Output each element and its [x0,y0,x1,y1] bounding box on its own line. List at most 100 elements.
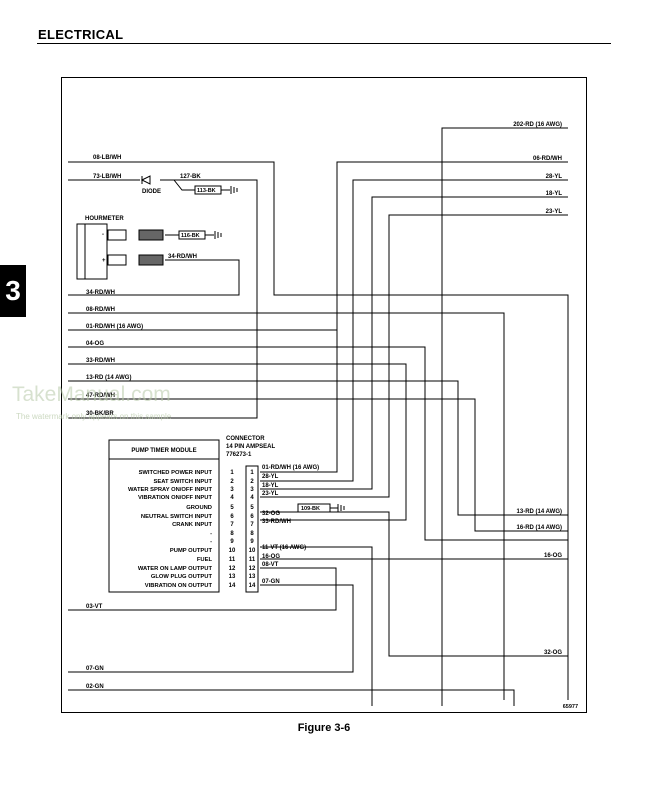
label-16-rd-right: 16-RD (14 AWG) [517,525,562,531]
label-connector-08-vt: 08-VT [262,562,279,568]
connector-pin-13: 13 [249,574,256,580]
hourmeter-plug-minus [138,229,164,241]
label-connector-33-rd-wh: 33-RD/WH [262,519,291,525]
connector-pin-7: 7 [250,522,254,528]
label-connector-16-og: 16-OG [262,554,280,560]
label-03-vt: 03-VT [86,604,103,610]
connector-pin-6: 6 [250,514,254,520]
module-input-14: VIBRATION ON OUTPUT [145,583,213,589]
hourmeter-plug-plus [138,254,164,266]
wire-28-yl [260,179,568,482]
box-109-bk [297,503,331,513]
figure-caption: Figure 3-6 [297,722,351,734]
module-input-6: NEUTRAL SWITCH INPUT [141,514,213,520]
label-30-bk-br: 30-BK/BR [86,411,114,417]
label-127-bk: 127-BK [180,174,201,180]
connector-pin-2: 2 [250,479,254,485]
label-23-yl: 23-YL [546,209,563,215]
module-input-3: WATER SPRAY ON/OFF INPUT [128,487,212,493]
wire-23-yl [260,214,568,498]
section-title: ELECTRICAL [38,27,124,42]
wire-47-rd-wh [68,398,568,532]
module-pin-4: 4 [230,495,234,501]
connector-part-number: 776273-1 [226,452,252,458]
wire-13-rd [68,380,568,516]
label-47-rd-wh: 47-RD/WH [86,393,115,399]
connector-pin-8: 8 [250,531,254,537]
module-input-10: PUMP OUTPUT [170,548,213,554]
connector-subtitle: 14 PIN AMPSEAL [226,444,275,450]
pump-timer-module-title: PUMP TIMER MODULE [131,448,196,454]
diode-icon [140,175,151,185]
connector-pin-3: 3 [250,487,254,493]
connector-title: CONNECTOR [226,436,265,442]
label-04-og: 04-OG [86,341,104,347]
label-connector-23-yl: 23-YL [262,491,279,497]
wire-08-lb-wh [68,161,569,700]
watermark: TakeManual.com [12,383,171,406]
label-connector-07-gn: 07-GN [262,579,280,585]
label-connector-01-rd-wh: 01-RD/WH (16 AWG) [262,465,319,471]
diagram-frame [61,77,587,713]
module-input-5: GROUND [186,505,212,511]
label-connector-11-vt: 11-VT (16 AWG) [262,545,306,551]
label-73-lb-wh: 73-LB/WH [93,174,121,180]
module-input-2: SEAT SWITCH INPUT [153,479,212,485]
hourmeter-terminal-minus [107,229,127,241]
label-32-og-right: 32-OG [544,650,562,656]
hourmeter-terminal-plus [107,254,127,266]
module-input-9: - [210,539,212,545]
connector-body [245,465,259,593]
label-connector-18-yl: 18-YL [262,483,279,489]
ground-109-icon [337,504,345,512]
label-connector-28-yl: 28-YL [262,474,279,480]
wire-34-rd-wh [68,259,240,296]
module-pin-11: 11 [229,557,236,563]
chapter-tab: 3 [0,265,26,317]
module-input-11: FUEL [197,557,213,563]
wire-01-rd-wh [68,329,338,473]
module-pin-7: 7 [230,522,234,528]
wire-08-rd-wh [68,312,505,700]
wire-33-rd-wh [68,363,407,521]
wire-04-og [68,346,568,541]
label-34-rd-wh-a: 34-RD/WH [168,254,197,260]
module-pin-9: 9 [230,539,234,545]
label-13-rd-right: 13-RD (14 AWG) [517,509,562,515]
wire-07-gn [68,584,354,673]
module-input-1: SWITCHED POWER INPUT [139,470,213,476]
connector-pin-5: 5 [250,505,254,511]
label-01-rd-wh: 01-RD/WH (16 AWG) [86,324,143,330]
connector-pin-11: 11 [249,557,256,563]
box-113-bk [194,185,222,195]
module-pin-5: 5 [230,505,234,511]
label-109-bk: 109-BK [301,506,320,512]
module-input-4: VIBRATION ON/OFF INPUT [138,495,212,501]
connector-pin-1: 1 [250,470,254,476]
label-18-yl: 18-YL [546,191,563,197]
label-08-rd-wh: 08-RD/WH [86,307,115,313]
wire-18-yl [260,196,568,490]
ground-116-icon [214,231,222,239]
module-pin-13: 13 [229,574,236,580]
wire-11-vt [260,546,373,706]
module-input-7: CRANK INPUT [172,522,212,528]
module-input-13: GLOW PLUG OUTPUT [151,574,213,580]
module-input-12: WATER ON LAMP OUTPUT [138,566,213,572]
wire-02-gn [68,689,515,706]
module-pin-1: 1 [230,470,234,476]
module-pin-2: 2 [230,479,234,485]
label-13-rd-left: 13-RD (14 AWG) [86,375,131,381]
label-116-bk: 116-BK [181,233,200,239]
module-pin-14: 14 [229,583,236,589]
hourmeter-minus-label: - [102,232,104,238]
connector-pin-9: 9 [250,539,254,545]
wire-06-rd-wh [336,161,568,330]
module-input-8: - [210,531,212,537]
module-pin-3: 3 [230,487,234,493]
diode-label: DIODE [142,189,161,195]
module-pin-12: 12 [229,566,236,572]
label-06-rd-wh: 06-RD/WH [533,156,562,162]
figure-number: 65977 [563,704,578,710]
label-113-bk: 113-BK [197,188,216,194]
